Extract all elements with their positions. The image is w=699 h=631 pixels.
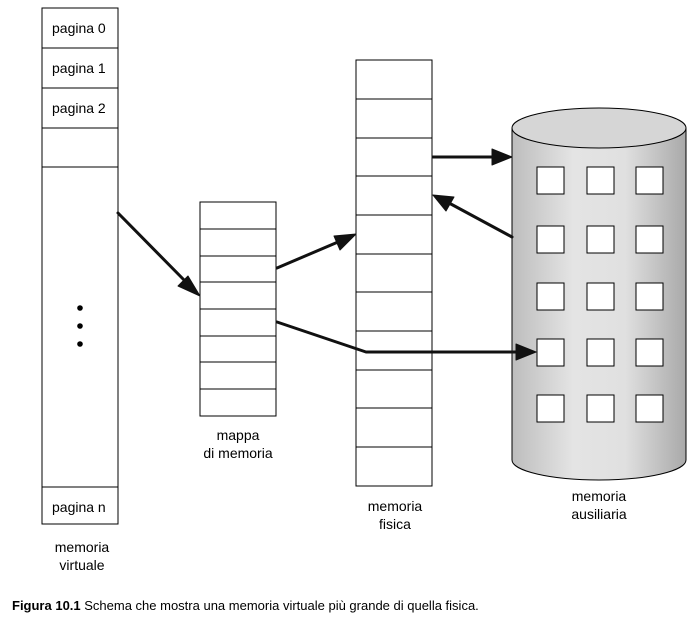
- auxiliary-memory-cylinder: memoria ausiliaria: [511, 107, 687, 522]
- page-0-label: pagina 0: [52, 20, 106, 36]
- arrow-physical-to-auxiliary: [431, 148, 513, 166]
- auxiliary-memory-label-line2: ausiliaria: [571, 506, 626, 522]
- auxiliary-memory-label-line1: memoria: [572, 488, 627, 504]
- physical-memory-label-line2: fisica: [379, 516, 411, 532]
- figure-caption-number: Figura 10.1: [12, 598, 81, 613]
- physical-memory-outline: [355, 59, 433, 487]
- storage-block: [536, 282, 565, 311]
- virtual-memory-outline: [41, 7, 119, 525]
- storage-block: [586, 166, 615, 195]
- memory-map-table: mappa di memoria: [199, 201, 277, 461]
- virtual-memory-label-line1: memoria: [55, 539, 110, 555]
- page-1-label: pagina 1: [52, 60, 106, 76]
- storage-block: [536, 338, 565, 367]
- physical-memory-column: memoria fisica: [355, 59, 433, 532]
- storage-block: [635, 166, 664, 195]
- memory-map-label-line1: mappa: [217, 427, 260, 443]
- storage-block: [536, 225, 565, 254]
- physical-memory-label-line1: memoria: [368, 498, 423, 514]
- storage-block: [586, 225, 615, 254]
- storage-block: [635, 225, 664, 254]
- memory-map-label-line2: di memoria: [203, 445, 272, 461]
- arrow-map-to-auxiliary: [275, 320, 537, 361]
- storage-block: [586, 282, 615, 311]
- storage-block: [635, 282, 664, 311]
- storage-block: [536, 394, 565, 423]
- figure-caption-text: Schema che mostra una memoria virtuale p…: [80, 598, 479, 613]
- cylinder-top: [511, 107, 687, 149]
- virtual-memory-column: pagina 0 pagina 1 pagina 2 pagina n memo…: [41, 7, 119, 573]
- arrow-auxiliary-to-physical: [432, 194, 514, 239]
- storage-block: [586, 394, 615, 423]
- figure-caption: Figura 10.1 Schema che mostra una memori…: [12, 598, 479, 613]
- ellipsis-dot: [77, 341, 83, 347]
- page-n-label: pagina n: [52, 499, 106, 515]
- arrow-virtual-to-map: [116, 211, 201, 297]
- storage-block: [635, 394, 664, 423]
- arrow-map-to-physical: [275, 233, 357, 270]
- virtual-memory-label-line2: virtuale: [59, 557, 104, 573]
- storage-block: [536, 166, 565, 195]
- virtual-memory-diagram: pagina 0 pagina 1 pagina 2 pagina n memo…: [41, 7, 687, 573]
- storage-block: [635, 338, 664, 367]
- storage-block: [586, 338, 615, 367]
- page-2-label: pagina 2: [52, 100, 106, 116]
- ellipsis-dot: [77, 305, 83, 311]
- ellipsis-dot: [77, 323, 83, 329]
